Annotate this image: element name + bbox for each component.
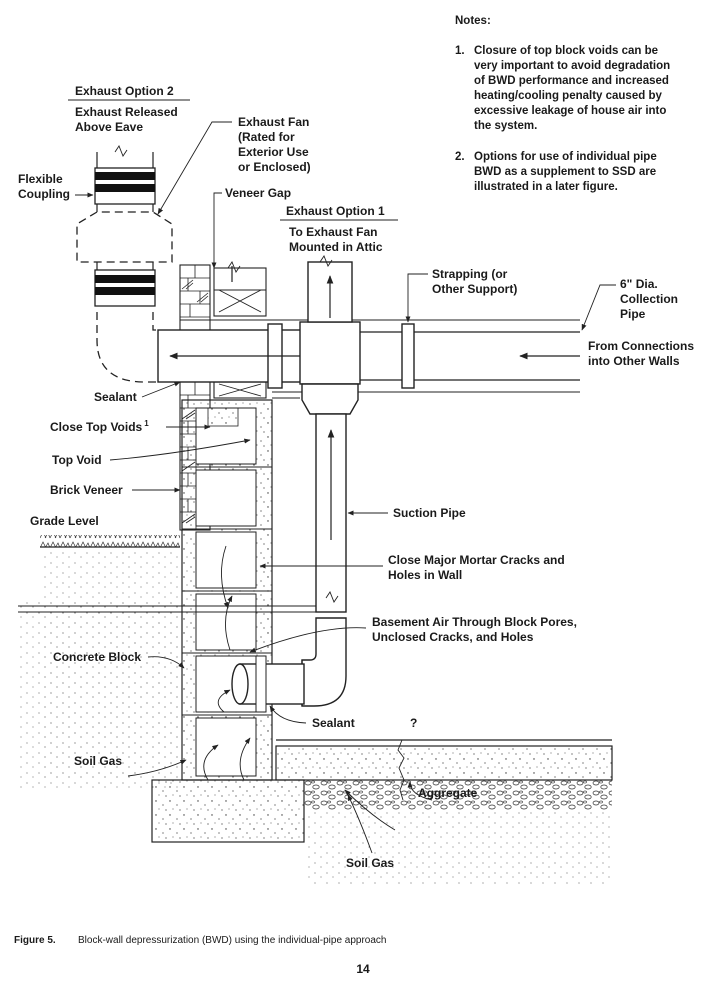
- sealant-top-label: Sealant: [94, 390, 137, 404]
- to-exhaust-fan-label: To Exhaust Fan: [289, 225, 377, 239]
- wall-framing: [213, 261, 267, 399]
- strapping-label: Other Support): [432, 282, 517, 296]
- pipe-into-block: [231, 655, 305, 713]
- from-connections-label: From Connections: [588, 339, 694, 353]
- from-connections-label: into Other Walls: [588, 354, 680, 368]
- top-void-leader: [109, 438, 251, 461]
- note-1-line: heating/cooling penalty caused by: [474, 90, 662, 102]
- floor-slab: [275, 739, 613, 885]
- figure-number: Figure 5.: [14, 935, 56, 946]
- veneer-gap-label: Veneer Gap: [225, 186, 291, 200]
- aggregate-label: Aggregate: [418, 786, 478, 800]
- close-major-cracks-label: Close Major Mortar Cracks and: [388, 553, 565, 567]
- note-1-line: excessive leakage of house air into: [474, 105, 666, 117]
- exhaust-released-label: Above Eave: [75, 120, 143, 134]
- sealant-bottom-label: Sealant: [312, 716, 355, 730]
- soil-gas-bottom-leader: [347, 794, 373, 854]
- soil-gas-left-label: Soil Gas: [74, 754, 122, 768]
- exhaust-fan-leader: [157, 121, 232, 215]
- grade-level-label: Grade Level: [30, 514, 99, 528]
- sealant-bottom-leader: [269, 705, 307, 724]
- note-2-line: illustrated in a later figure.: [474, 181, 618, 193]
- exhaust-fan-label: Exhaust Fan: [238, 115, 309, 129]
- exhaust-fan-label: (Rated for: [238, 130, 295, 144]
- basement-air-leader: [249, 627, 367, 653]
- top-void-label: Top Void: [52, 453, 102, 467]
- note-1-line: Closure of top block voids can be: [474, 45, 658, 57]
- airflow-arrows: [203, 545, 433, 831]
- veneer-gap-leader: [211, 192, 222, 269]
- soil-gas-left-leader: [127, 759, 187, 777]
- brick-veneer-label: Brick Veneer: [50, 483, 123, 497]
- suction-pipe: [301, 383, 359, 707]
- note-1-line: very important to avoid degradation: [474, 60, 670, 72]
- concrete-block-leader: [147, 656, 185, 669]
- strapping-leader: [405, 273, 428, 323]
- notes-heading: Notes:: [455, 15, 491, 27]
- note-2-line: Options for use of individual pipe: [474, 151, 657, 163]
- note-2-line: BWD as a supplement to SSD are: [474, 166, 656, 178]
- grade-level: [18, 535, 180, 790]
- collection-pipe-label: Pipe: [620, 307, 646, 321]
- exhaust-released-label: Exhaust Released: [75, 105, 178, 119]
- note-2-number: 2.: [455, 151, 465, 163]
- exhaust-stack-option-2: [76, 145, 173, 383]
- exhaust-option-2-label: Exhaust Option 2: [75, 84, 174, 98]
- basement-air-label: Unclosed Cracks, and Holes: [372, 630, 534, 644]
- note-1-line: the system.: [474, 120, 537, 132]
- soil-gas-bottom-label: Soil Gas: [346, 856, 394, 870]
- concrete-block-label: Concrete Block: [53, 650, 141, 664]
- to-exhaust-fan-label: Mounted in Attic: [289, 240, 383, 254]
- note-1-number: 1.: [455, 45, 465, 57]
- note-1-line: of BWD performance and increased: [474, 75, 669, 87]
- basement-air-label: Basement Air Through Block Pores,: [372, 615, 577, 629]
- exhaust-stack-option-1: [307, 255, 353, 323]
- close-major-cracks-label: Holes in Wall: [388, 568, 462, 582]
- page-number: 14: [356, 962, 370, 976]
- exhaust-fan-label: or Enclosed): [238, 160, 311, 174]
- figure-caption: Block-wall depressurization (BWD) using …: [78, 935, 386, 946]
- flexible-coupling-label: Coupling: [18, 187, 70, 201]
- exhaust-option-1-label: Exhaust Option 1: [286, 204, 385, 218]
- concrete-block-wall: [181, 399, 273, 781]
- collection-pipe: [157, 319, 580, 399]
- collection-pipe-label: 6" Dia.: [620, 277, 658, 291]
- collection-pipe-leader: [581, 284, 616, 331]
- footing: [151, 779, 305, 843]
- sealant-top-leader: [141, 381, 181, 398]
- flexible-coupling-label: Flexible: [18, 172, 63, 186]
- strapping-label: Strapping (or: [432, 267, 508, 281]
- collection-pipe-label: Collection: [620, 292, 678, 306]
- suction-pipe-label: Suction Pipe: [393, 506, 466, 520]
- question-mark-label: ?: [410, 716, 417, 730]
- exhaust-fan-label: Exterior Use: [238, 145, 309, 159]
